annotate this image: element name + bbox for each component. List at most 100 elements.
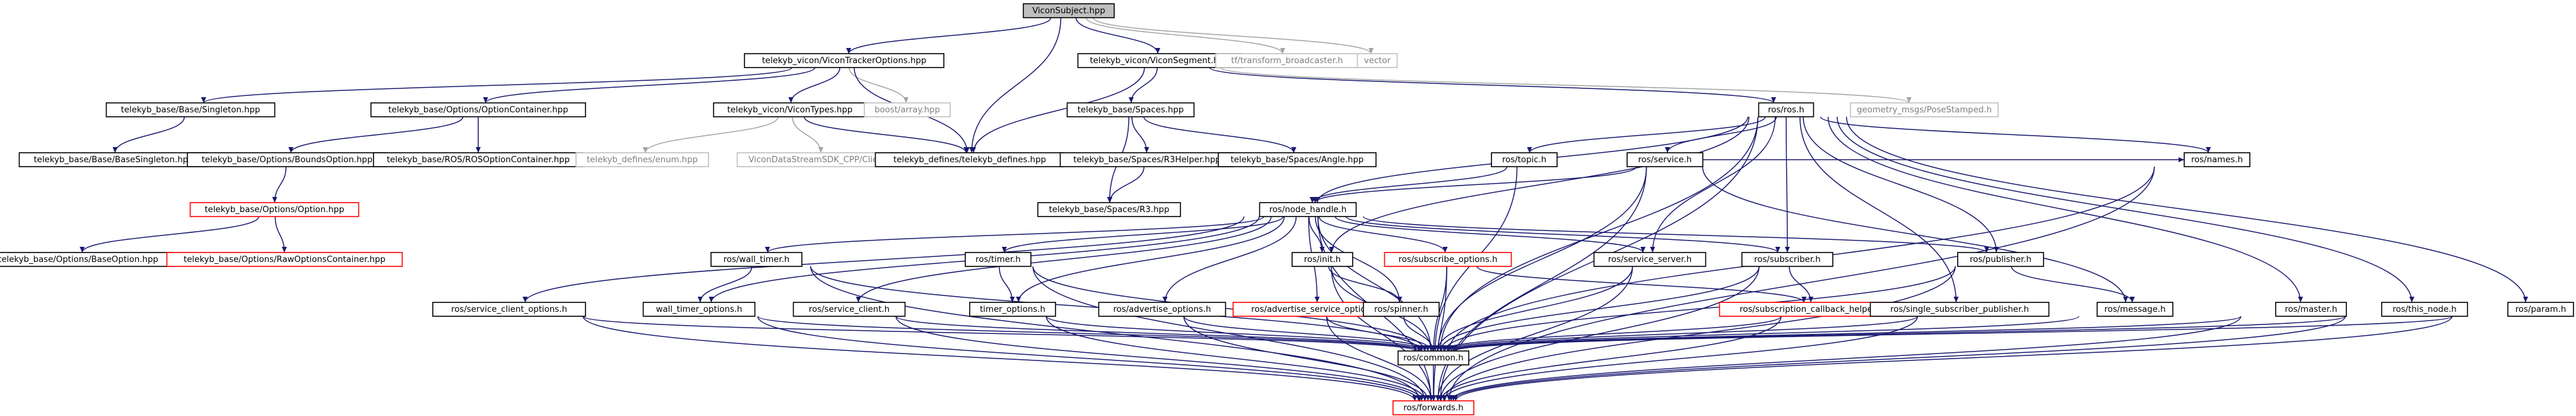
edge-pub-to-fwd — [1442, 266, 1956, 401]
node-box — [1758, 102, 1814, 117]
node-box — [105, 102, 276, 117]
node-service[interactable]: ros/service.h — [1626, 152, 1703, 167]
node-vto[interactable]: telekyb_vicon/ViconTrackerOptions.hpp — [744, 53, 944, 68]
edge-nh-to-common — [1317, 216, 1434, 352]
node-thisn[interactable]: ros/this_node.h — [2381, 302, 2468, 317]
node-enum[interactable]: telekyb_defines/enum.hpp — [575, 152, 709, 167]
node-sco[interactable]: ros/service_client_options.h — [432, 302, 586, 317]
node-vtypes[interactable]: telekyb_vicon/ViconTypes.hpp — [713, 102, 867, 117]
node-label: ros/forwards.h — [1403, 403, 1463, 413]
node-ssp[interactable]: ros/single_subscriber_publisher.h — [1869, 302, 2050, 317]
node-root[interactable]: ViconSubject.hpp — [1023, 3, 1115, 18]
node-box — [2507, 302, 2574, 317]
node-r3h[interactable]: telekyb_base/Spaces/R3Helper.hpp — [1059, 152, 1235, 167]
node-label: ros/wall_timer.h — [724, 255, 790, 264]
node-wto[interactable]: wall_timer_options.h — [642, 302, 756, 317]
edge-nh-to-sco — [522, 216, 1245, 303]
node-label: timer_options.h — [980, 305, 1045, 314]
edge-rosros-to-service — [1664, 116, 1777, 153]
edge-vseg-to-rosros — [1209, 67, 1776, 104]
node-subopt[interactable]: ros/subscribe_options.h — [1384, 252, 1512, 267]
node-box — [1491, 152, 1558, 167]
node-label: telekyb_base/Options/Option.hpp — [204, 205, 344, 215]
node-box — [1741, 252, 1833, 267]
node-ssrv[interactable]: ros/service_server.h — [1593, 252, 1707, 267]
edge-aopt-to-common — [1183, 316, 1431, 352]
node-asopt[interactable]: ros/advertise_service_options.h — [1232, 302, 1403, 317]
node-rawopt[interactable]: telekyb_base/Options/RawOptionsContainer… — [166, 252, 403, 267]
node-baseopt[interactable]: telekyb_base/Options/BaseOption.hpp — [0, 252, 173, 267]
node-fwd[interactable]: ros/forwards.h — [1392, 400, 1474, 415]
node-msg[interactable]: ros/message.h — [2097, 302, 2173, 317]
node-rosoc[interactable]: telekyb_base/ROS/ROSOptionContainer.hpp — [373, 152, 584, 167]
node-wtimer[interactable]: ros/wall_timer.h — [710, 252, 803, 267]
node-label: telekyb_defines/enum.hpp — [587, 155, 698, 165]
node-init[interactable]: ros/init.h — [1291, 252, 1353, 267]
edge-sch-to-common — [1438, 316, 1782, 352]
node-label: geometry_msgs/PoseStamped.h — [1857, 105, 1992, 115]
node-timer[interactable]: ros/timer.h — [965, 252, 1032, 267]
node-label: ros/master.h — [2285, 305, 2337, 314]
edge-vseg-to-spaces — [1128, 67, 1158, 104]
node-topic[interactable]: ros/topic.h — [1491, 152, 1558, 167]
node-barr[interactable]: boost/array.hpp — [864, 102, 951, 117]
edge-sch-to-fwd — [1438, 316, 1782, 401]
edge-pub-to-msg — [2011, 266, 2135, 303]
node-spin[interactable]: ros/spinner.h — [1363, 302, 1440, 317]
node-angle[interactable]: telekyb_base/Spaces/Angle.hpp — [1218, 152, 1377, 167]
node-geo[interactable]: geometry_msgs/PoseStamped.h — [1850, 102, 1999, 117]
node-spaces[interactable]: telekyb_base/Spaces.hpp — [1066, 102, 1195, 117]
node-topt[interactable]: timer_options.h — [969, 302, 1056, 317]
node-label: telekyb_vicon/ViconSegment.hpp — [1090, 56, 1229, 66]
edge-vto-to-vtypes — [788, 67, 840, 104]
node-bopt[interactable]: telekyb_base/Options/BoundsOption.hpp — [187, 152, 387, 167]
node-label: telekyb_base/Base/BaseSingleton.hpp — [33, 155, 193, 165]
node-aopt[interactable]: ros/advertise_options.h — [1098, 302, 1226, 317]
node-label: vector — [1364, 56, 1391, 66]
node-names[interactable]: ros/names.h — [2184, 152, 2250, 167]
node-sch[interactable]: ros/subscription_callback_helper.h — [1719, 302, 1904, 317]
node-vec[interactable]: vector — [1356, 53, 1398, 68]
node-param[interactable]: ros/param.h — [2507, 302, 2574, 317]
node-label: tf/transform_broadcaster.h — [1231, 56, 1343, 66]
node-common[interactable]: ros/common.h — [1397, 350, 1469, 365]
node-label: ros/subscriber.h — [1754, 255, 1820, 264]
node-box — [1037, 202, 1181, 217]
node-bsing[interactable]: telekyb_base/Base/BaseSingleton.hpp — [18, 152, 209, 167]
node-box — [1259, 202, 1357, 217]
node-label: ros/common.h — [1403, 354, 1463, 363]
node-label: ros/timer.h — [975, 255, 1021, 264]
edge-root-to-tdef — [969, 17, 1062, 153]
node-r3[interactable]: telekyb_base/Spaces/R3.hpp — [1037, 202, 1181, 217]
edge-service-to-fwd — [1435, 166, 1647, 401]
node-subr[interactable]: ros/subscriber.h — [1741, 252, 1833, 267]
node-box — [2184, 152, 2250, 167]
node-label: telekyb_base/Options/BaseOption.hpp — [0, 255, 158, 264]
edge-master-to-common — [1449, 316, 2242, 352]
edge-nh-to-init — [1309, 216, 1325, 253]
node-box — [189, 202, 360, 217]
node-optc[interactable]: telekyb_base/Options/OptionContainer.hpp — [370, 102, 586, 117]
node-master[interactable]: ros/master.h — [2275, 302, 2347, 317]
node-label: ViconDataStreamSDK_CPP/Client.h — [748, 155, 894, 165]
node-rosros[interactable]: ros/ros.h — [1758, 102, 1814, 117]
edge-nh-to-subopt — [1319, 216, 1448, 253]
node-tdef[interactable]: telekyb_defines/telekyb_defines.hpp — [874, 152, 1065, 167]
node-sclient[interactable]: ros/service_client.h — [792, 302, 906, 317]
nodes-layer: ViconSubject.hpp telekyb_vicon/ViconTrack… — [0, 3, 2574, 415]
node-box — [1626, 152, 1703, 167]
edge-wtimer-to-wto — [697, 266, 753, 303]
node-label: ros/this_node.h — [2392, 305, 2456, 314]
node-box — [864, 102, 951, 117]
node-label: ros/single_subscriber_publisher.h — [1890, 305, 2029, 314]
node-label: telekyb_base/ROS/ROSOptionContainer.hpp — [387, 155, 570, 165]
node-label: telekyb_base/Options/OptionContainer.hpp — [388, 105, 568, 115]
node-vdss[interactable]: ViconDataStreamSDK_CPP/Client.h — [736, 152, 907, 167]
node-nh[interactable]: ros/node_handle.h — [1259, 202, 1357, 217]
edge-subopt-to-fwd — [1431, 266, 1447, 401]
node-tfb[interactable]: tf/transform_broadcaster.h — [1215, 53, 1359, 68]
node-pub[interactable]: ros/publisher.h — [1957, 252, 2044, 267]
node-option[interactable]: telekyb_base/Options/Option.hpp — [189, 202, 360, 217]
node-sing[interactable]: telekyb_base/Base/Singleton.hpp — [105, 102, 276, 117]
